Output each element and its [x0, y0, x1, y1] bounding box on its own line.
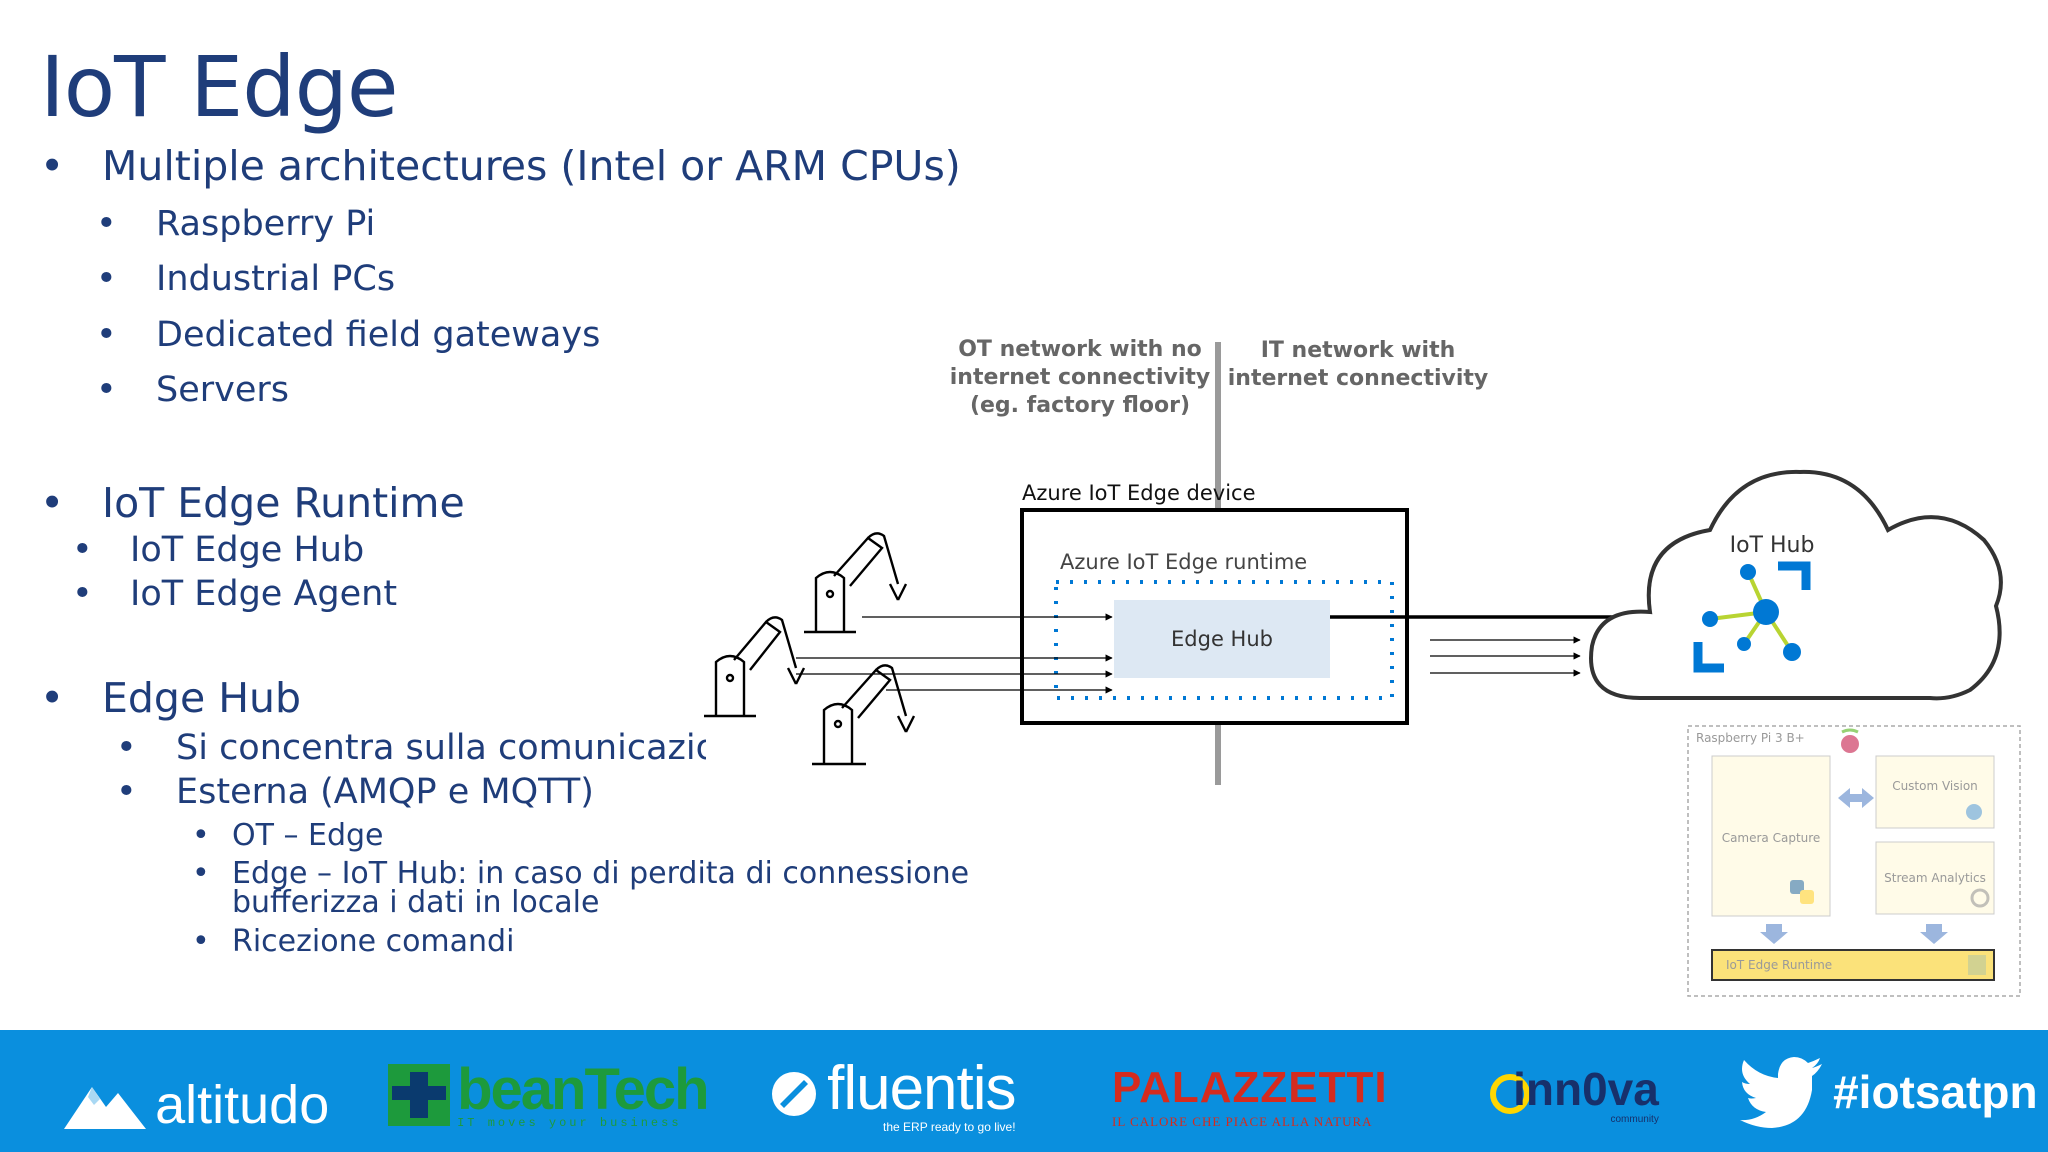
brain-cloud-icon — [1966, 804, 1982, 820]
bullet-arch: •Multiple architectures (Intel or ARM CP… — [40, 142, 961, 190]
twitter-hashtag: #iotsatpn — [1738, 1056, 2038, 1128]
robot-arm-icon — [704, 616, 806, 718]
bullet-runtime-item: •IoT Edge Agent — [72, 574, 398, 614]
bullet-arch-item: •Servers — [96, 370, 290, 410]
altitudo-logo: altitudo — [64, 1074, 329, 1136]
fluentis-mark — [772, 1072, 816, 1116]
innova-mark — [1490, 1074, 1530, 1114]
slide: IoT Edge •Multiple architectures (Intel … — [40, 38, 2021, 997]
bullet-arch-item: •Industrial PCs — [96, 259, 396, 299]
edge-hub-label: Edge Hub — [1171, 627, 1273, 651]
ot-label-line: internet connectivity — [950, 365, 1211, 390]
iot-edge-diagram: OT network with no internet connectivity… — [704, 337, 2021, 997]
bullet-runtime: •IoT Edge Runtime — [40, 479, 465, 527]
raspberry-pi-panel: Raspberry Pi 3 B+ Camera Capture Custom … — [1687, 725, 2021, 997]
robot-arm-icon — [804, 532, 908, 634]
bullet-hub-sub-item: •Ricezione comandi — [192, 924, 515, 959]
beantech-mark — [388, 1064, 450, 1126]
slide-title: IoT Edge — [40, 38, 399, 136]
bullet-hub-sub-item-cont: bufferizza i dati in locale — [232, 885, 600, 920]
custom-vision-label: Custom Vision — [1892, 779, 1978, 793]
bullet-hub-item: •Si concentra sulla comunicazione — [116, 728, 706, 768]
raspberry-icon — [1841, 728, 1859, 753]
beantech-logo: beanTech IT moves your business — [388, 1061, 710, 1130]
python-icon — [1790, 880, 1814, 904]
ot-label-line: (eg. factory floor) — [970, 393, 1190, 418]
innova-logo: inn0va community — [1490, 1064, 1659, 1125]
bullet-arch-item: •Raspberry Pi — [96, 204, 376, 244]
bullet-edge-hub: •Edge Hub — [40, 674, 302, 722]
it-label-line: internet connectivity — [1228, 366, 1489, 391]
robot-arm-icon — [812, 664, 916, 766]
pi-title: Raspberry Pi 3 B+ — [1696, 731, 1805, 745]
ot-label-line: OT network with no — [958, 337, 1202, 362]
cloud-shape — [1589, 469, 2003, 701]
runtime-label: Azure IoT Edge runtime — [1060, 550, 1307, 574]
chip-icon — [1968, 955, 1986, 975]
device-label: Azure IoT Edge device — [1022, 481, 1256, 505]
palazzetti-logo: PALAZZETTI IL CALORE CHE PIACE ALLA NATU… — [1112, 1063, 1388, 1130]
fluentis-logo: fluentis the ERP ready to go live! — [770, 1058, 1017, 1134]
iot-hub-label: IoT Hub — [1730, 533, 1815, 558]
sponsor-bar: altitudo beanTech IT moves your business… — [0, 1030, 2048, 1152]
twitter-bird-icon — [1740, 1057, 1822, 1128]
arrow-down-icon — [1760, 924, 1788, 944]
bullet-runtime-item: •IoT Edge Hub — [72, 530, 365, 570]
runtime-dotted-box — [1054, 580, 1394, 700]
mountain-icon — [64, 1087, 146, 1129]
pi-runtime-label: IoT Edge Runtime — [1726, 958, 1832, 972]
camera-capture-label: Camera Capture — [1722, 831, 1821, 845]
it-label-line: IT network with — [1261, 338, 1456, 363]
bullet-hub-sub-item: •Edge – IoT Hub: in caso di perdita di c… — [192, 856, 970, 891]
stream-analytics-label: Stream Analytics — [1884, 871, 1986, 885]
iot-hub-icon — [1693, 561, 1811, 673]
edge-hub-box — [1114, 600, 1330, 678]
arrow-up-icon — [1920, 924, 1948, 944]
gear-icon — [1970, 888, 1990, 908]
double-arrow-icon — [1838, 788, 1874, 808]
bullet-arch-item: •Dedicated field gateways — [96, 315, 601, 355]
bullet-hub-item: •Esterna (AMQP e MQTT) — [116, 772, 594, 812]
bullet-hub-sub-item: •OT – Edge — [192, 818, 384, 853]
